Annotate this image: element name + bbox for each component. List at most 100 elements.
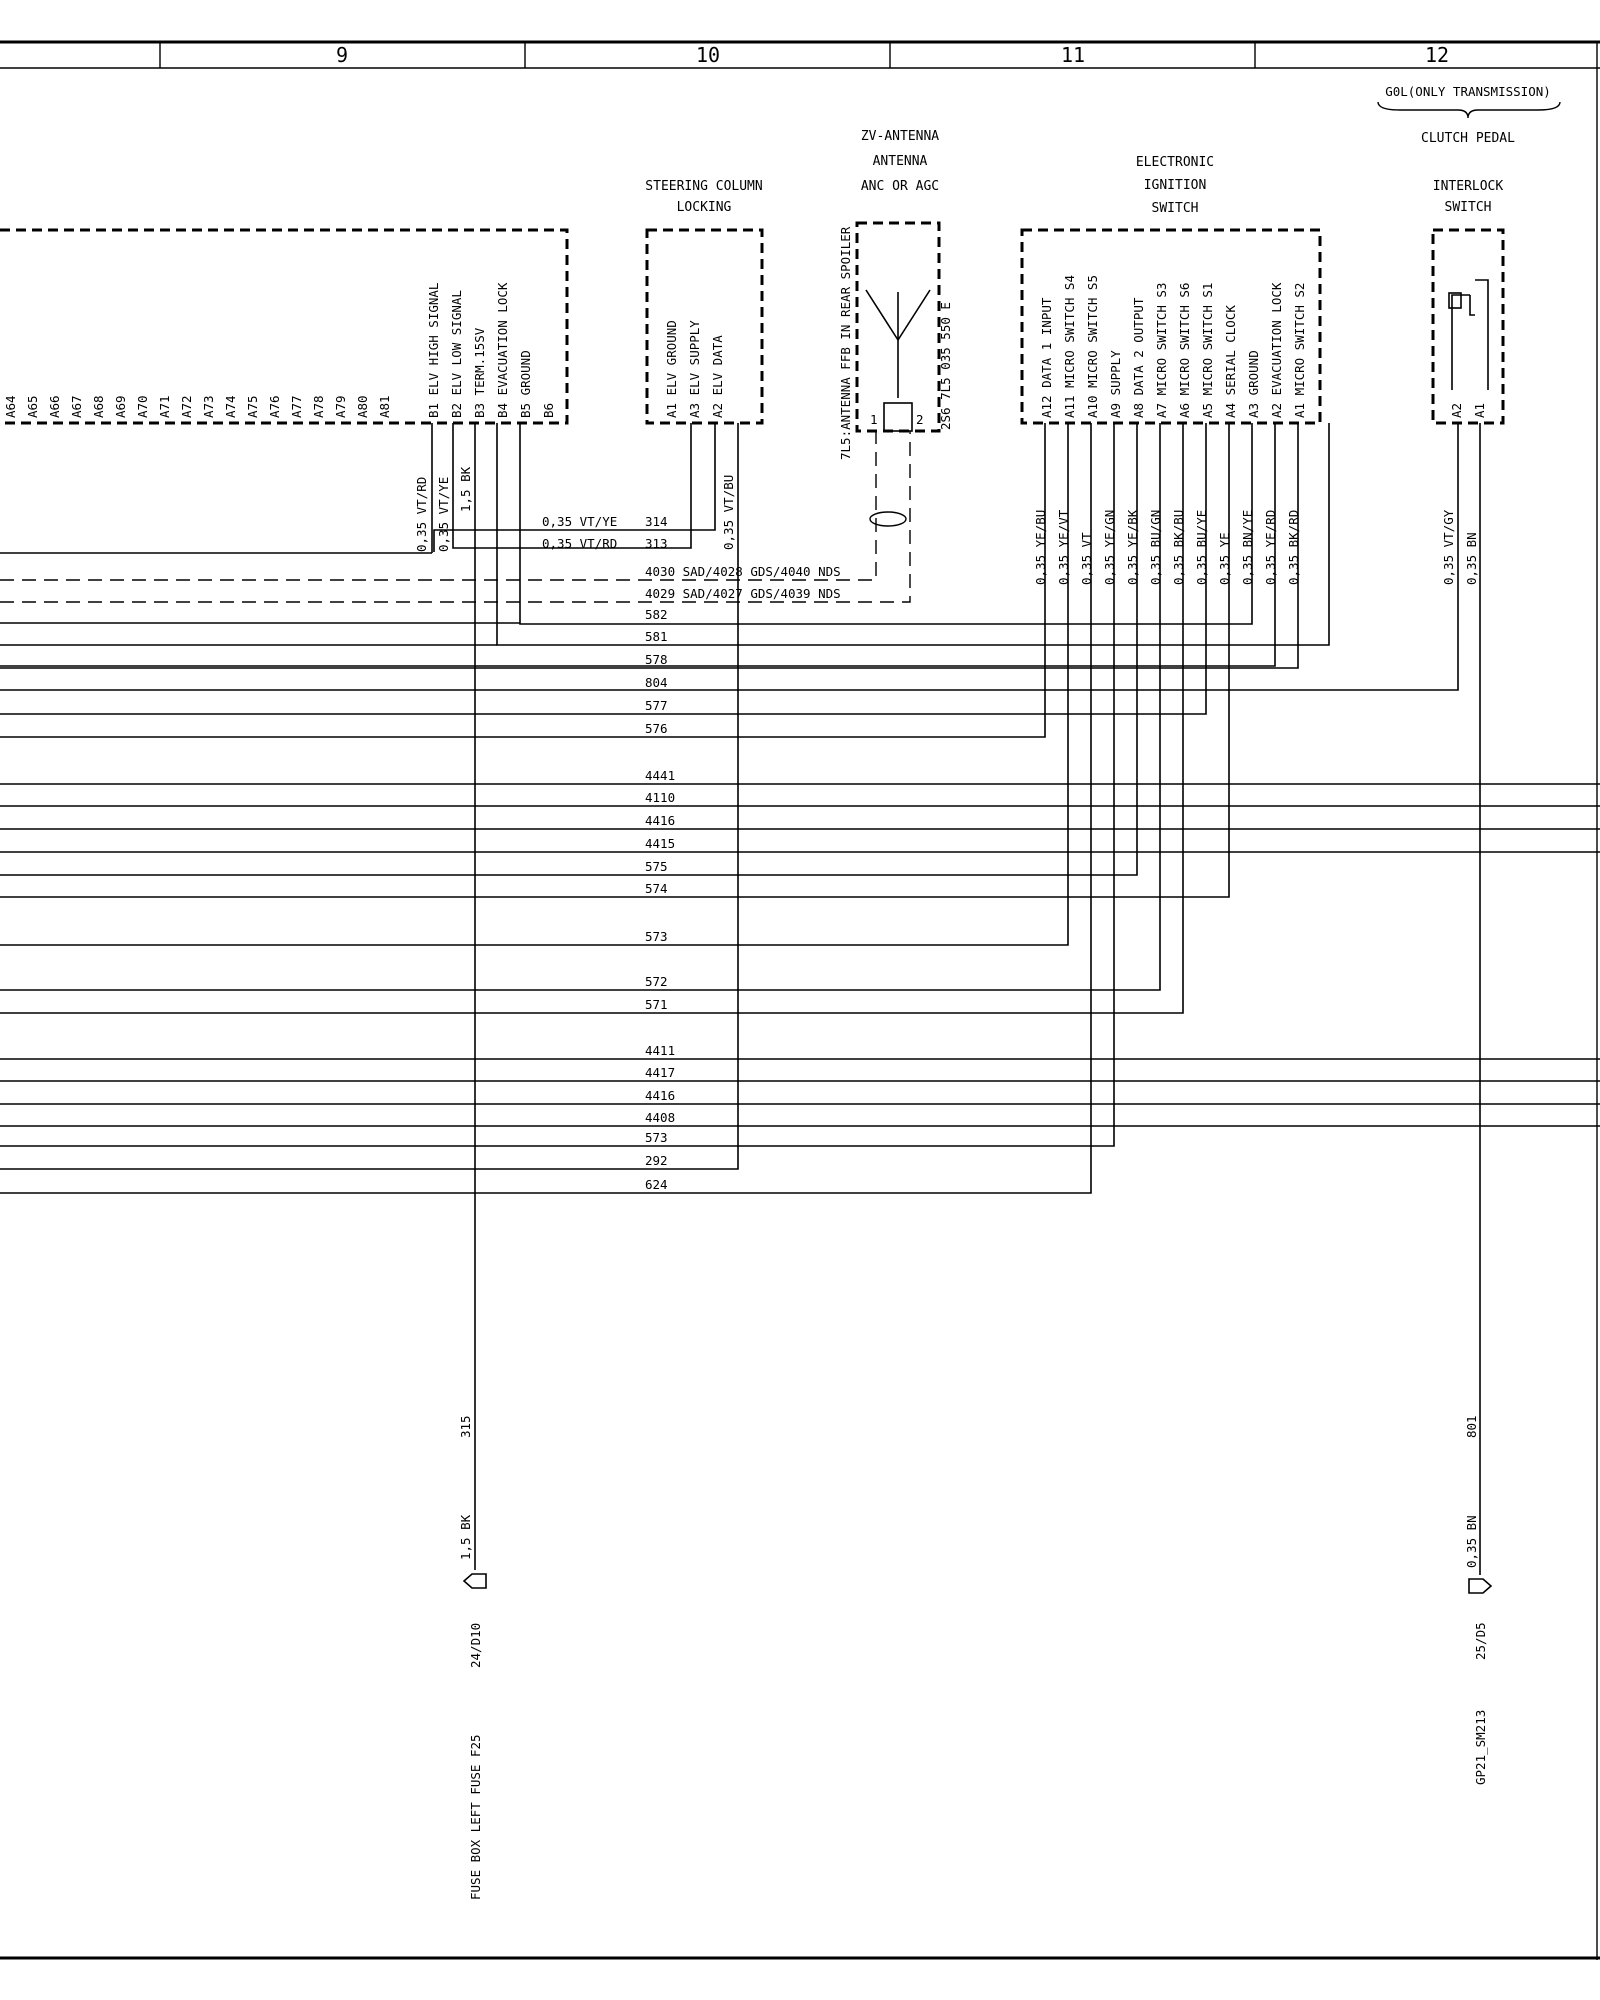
pin-a79: A79 <box>333 395 348 418</box>
steering-column-locking: STEERING COLUMN LOCKING A1 ELV GROUND A3… <box>645 179 764 425</box>
pin-b6: B6 <box>541 403 556 418</box>
pin-a81: A81 <box>377 395 392 418</box>
pin-ign-a5: A5 MICRO SWITCH S1 <box>1200 283 1215 418</box>
pin-ign-a2: A2 EVACUATION LOCK <box>1269 282 1284 418</box>
wire-color-labels: 0,35 VT/RD 0,35 VT/YE 1,5 BK 0,35 VT/BU … <box>414 466 1479 601</box>
wire-number: 624 <box>645 1177 668 1192</box>
antenna-side-label: 7L5:ANTENNA FFB IN REAR SPOILER <box>838 226 853 460</box>
antenna-pin-2: 2 <box>916 412 924 427</box>
wire-label-ign-9: 0,35 YE <box>1217 532 1232 585</box>
wire-label-vt-ye: 0,35 VT/YE <box>542 514 617 529</box>
fuse-wire-size: 1,5 BK <box>458 1514 473 1560</box>
control-unit-b-pins: B1 ELV HIGH SIGNAL B2 ELV LOW SIGNAL B3 … <box>426 282 556 418</box>
fuse-ref: 24/D10 <box>468 1623 483 1668</box>
wire-number: 576 <box>645 721 668 736</box>
pin-a77: A77 <box>289 395 304 418</box>
wire-label-interlock-a2: 0,35 VT/GY <box>1441 509 1456 585</box>
control-unit-a-pins: A64 A65 A66 A67 A68 A69 A70 A71 A72 A73 … <box>3 395 392 418</box>
pin-interlock-a1: A1 <box>1472 403 1487 418</box>
pin-ign-a1: A1 MICRO SWITCH S2 <box>1292 283 1307 418</box>
wire-number: 581 <box>645 629 668 644</box>
zone-label-9: 9 <box>336 43 348 67</box>
electronic-ignition-switch: ELECTRONIC IGNITION SWITCH A12 DATA 1 IN… <box>1020 155 1322 425</box>
wire-number: 4441 <box>645 768 675 783</box>
wire-label-interlock-a1: 0,35 BN <box>1464 532 1479 585</box>
pin-b5: B5 GROUND <box>518 350 533 418</box>
wire-label-ign-10: 0,35 BN/YE <box>1240 510 1255 585</box>
wire-label-ign-5: 0,35 YE/BK <box>1125 509 1140 585</box>
wire-number: 573 <box>645 929 668 944</box>
clutch-pedal-label: CLUTCH PEDAL <box>1421 131 1515 146</box>
pin-steer-a3: A3 ELV SUPPLY <box>687 320 702 418</box>
ignition-title-1: ELECTRONIC <box>1136 155 1214 170</box>
interlock-title-1: INTERLOCK <box>1433 179 1504 194</box>
pin-a66: A66 <box>47 395 62 418</box>
pin-b2: B2 ELV LOW SIGNAL <box>449 290 464 418</box>
header-note: G0L(ONLY TRANSMISSION) <box>1385 84 1551 99</box>
fuse-wire-number: 315 <box>458 1415 473 1438</box>
pin-ign-a11: A11 MICRO SWITCH S4 <box>1062 275 1077 418</box>
wire-label-ant-1: 4030 SAD/4028 GDS/4040 NDS <box>645 564 841 579</box>
wire-label-vt-rd: 0,35 VT/RD <box>542 536 617 551</box>
wire-number: 292 <box>645 1153 668 1168</box>
pin-b3: B3 TERM.15SV <box>472 327 487 418</box>
antenna-title-1: ZV-ANTENNA <box>861 129 939 144</box>
gp-wire-size: 0,35 BN <box>1464 1515 1479 1568</box>
pin-b1: B1 ELV HIGH SIGNAL <box>426 283 441 418</box>
wire-label-b2: 0,35 VT/YE <box>436 477 451 552</box>
wire-label-ign-2: 0,35 YE/VT <box>1056 509 1071 585</box>
connector-arrow-left <box>462 1573 487 1589</box>
wire-number: 573 <box>645 1130 668 1145</box>
wire-number: 578 <box>645 652 668 667</box>
ignition-title-3: SWITCH <box>1152 201 1199 216</box>
wire-number: 4416 <box>645 1088 675 1103</box>
pin-ign-a3: A3 GROUND <box>1246 350 1261 418</box>
zone-label-12: 12 <box>1425 43 1449 67</box>
antenna-title-3: ANC OR AGC <box>861 179 939 194</box>
pin-a68: A68 <box>91 395 106 418</box>
pin-ign-a12: A12 DATA 1 INPUT <box>1039 297 1054 418</box>
gp-description: GP21_SM213 <box>1473 1710 1488 1785</box>
wire-number: 572 <box>645 974 668 989</box>
pin-a69: A69 <box>113 395 128 418</box>
zone-header: 9 10 11 12 <box>0 40 1600 1960</box>
pin-a65: A65 <box>25 395 40 418</box>
interlock-switch: G0L(ONLY TRANSMISSION) CLUTCH PEDAL INTE… <box>1377 84 1561 425</box>
wire-label-ign-3: 0,35 VT <box>1079 532 1094 585</box>
zone-label-10: 10 <box>696 43 720 67</box>
wire-number: 4408 <box>645 1110 675 1125</box>
pin-ign-a10: A10 MICRO SWITCH S5 <box>1085 275 1100 418</box>
wire-number: 571 <box>645 997 668 1012</box>
pin-ign-a8: A8 DATA 2 OUTPUT <box>1131 297 1146 418</box>
wire-number: 575 <box>645 859 668 874</box>
switch-icon <box>1448 279 1489 390</box>
antenna-pin-1: 1 <box>870 412 878 427</box>
gp-ref: 25/D5 <box>1473 1622 1488 1660</box>
pin-interlock-a2: A2 <box>1449 403 1464 418</box>
pin-ign-a9: A9 SUPPLY <box>1108 350 1123 418</box>
wire-number: 577 <box>645 698 668 713</box>
pin-ign-a4: A4 SERIAL CLOCK <box>1223 305 1238 418</box>
pin-a71: A71 <box>157 395 172 418</box>
wire-label-ant-2: 4029 SAD/4027 GDS/4039 NDS <box>645 586 841 601</box>
fuse-box-connector: 315 1,5 BK 24/D10 FUSE BOX LEFT FUSE F25 <box>458 1415 487 1900</box>
ignition-title-2: IGNITION <box>1144 178 1207 193</box>
interlock-title-2: SWITCH <box>1445 200 1492 215</box>
pin-steer-a1: A1 ELV GROUND <box>664 320 679 418</box>
pin-ign-a6: A6 MICRO SWITCH S6 <box>1177 283 1192 418</box>
gp21-connector: 801 0,35 BN 25/D5 GP21_SM213 <box>1464 1415 1493 1785</box>
pin-a76: A76 <box>267 395 282 418</box>
pin-a78: A78 <box>311 395 326 418</box>
pin-a64: A64 <box>3 395 18 418</box>
wire-label-ign-4: 0,35 YE/GN <box>1102 510 1117 585</box>
wire-number: 4415 <box>645 836 675 851</box>
wire-label-ign-7: 0,35 BK/BU <box>1171 510 1186 585</box>
pin-ign-a7: A7 MICRO SWITCH S3 <box>1154 283 1169 418</box>
fuse-description: FUSE BOX LEFT FUSE F25 <box>468 1734 483 1900</box>
zone-label-11: 11 <box>1061 43 1085 67</box>
wire-label-ign-12: 0,35 BK/RD <box>1286 510 1301 585</box>
pin-a74: A74 <box>223 395 238 418</box>
wire-label-ign-8: 0,35 BU/YE <box>1194 510 1209 585</box>
connector-arrow-right <box>1468 1578 1493 1594</box>
